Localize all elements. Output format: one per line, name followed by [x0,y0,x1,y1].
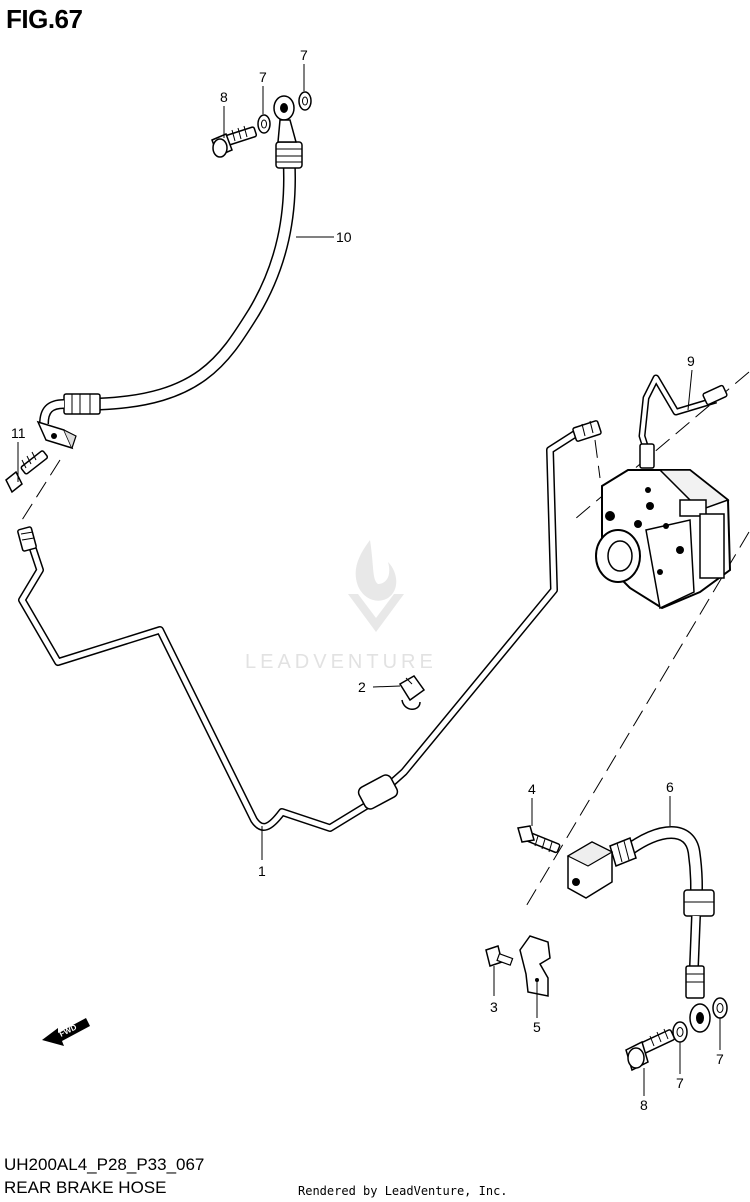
callout-7: 7 [259,69,267,85]
fwd-arrow: FWD [42,1018,90,1046]
part-8-banjo-bolt-lower[interactable] [625,1028,676,1072]
callout-10: 10 [336,229,352,245]
render-credit: Rendered by LeadVenture, Inc. [298,1184,508,1198]
callout-5: 5 [533,1019,541,1035]
part-1-brake-pipe[interactable] [17,420,602,832]
part-11-bolt[interactable] [5,450,49,494]
callout-8: 8 [640,1097,648,1113]
part-2-clamp[interactable] [398,675,426,710]
part-3-bolt[interactable] [485,945,514,967]
leadventure-watermark: LEADVENTURE [245,540,437,673]
part-8-banjo-bolt[interactable] [211,125,258,158]
callout-6: 6 [666,779,674,795]
callout-7: 7 [676,1075,684,1091]
part-9-brake-pipe[interactable] [638,374,728,469]
diagram-name: REAR BRAKE HOSE [4,1178,167,1197]
callout-leader-lines [17,64,721,1096]
callout-labels: 8 7 7 10 11 9 2 1 4 6 3 5 7 7 8 [11,47,724,1113]
abs-hydraulic-unit [595,469,732,610]
part-4-bolt[interactable] [517,825,561,854]
callout-4: 4 [528,781,536,797]
callout-8: 8 [220,89,228,105]
callout-2: 2 [358,679,366,695]
watermark-text: LEADVENTURE [245,651,437,673]
callout-3: 3 [490,999,498,1015]
part-10-upper-brake-hose[interactable] [36,95,303,450]
callout-7: 7 [716,1051,724,1067]
part-5-bracket[interactable] [519,935,551,997]
part-6-lower-brake-hose[interactable] [566,826,715,1033]
callout-7: 7 [300,47,308,63]
diagram-code: UH200AL4_P28_P33_067 [4,1155,205,1174]
figure-title: FIG.67 [6,4,83,34]
callout-1: 1 [258,863,266,879]
callout-9: 9 [687,353,695,369]
callout-11: 11 [11,425,26,441]
